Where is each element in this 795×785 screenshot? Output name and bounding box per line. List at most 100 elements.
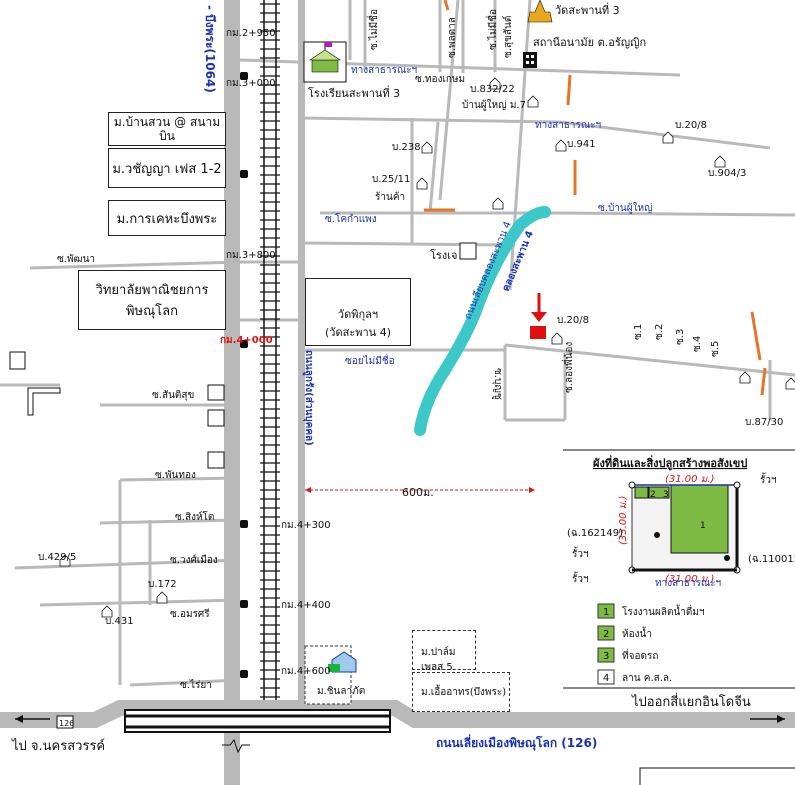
place-box-label: ม.การเคหะบึงพระ xyxy=(116,211,218,227)
place-label: ร้านค้า xyxy=(375,191,405,203)
place-box: ม.วชัญญา เฟส 1-2 xyxy=(108,148,226,188)
house-number: บ.941 xyxy=(567,139,596,150)
dimension-label: (33.00 ม.) xyxy=(618,496,629,545)
km-post-icon xyxy=(240,600,248,608)
legend-swatch xyxy=(597,647,615,663)
soi-label: ซ.2 xyxy=(654,324,665,340)
soi-label: ซ.ลองพี่น้อง xyxy=(561,342,575,393)
soi-label: ซอยไม่มีชื่อ xyxy=(345,353,395,367)
highway-126 xyxy=(0,700,795,733)
house-icon xyxy=(555,139,567,152)
distance-indicator xyxy=(305,487,535,493)
distance-label: 600ม. xyxy=(402,486,434,499)
place-label: ม.ชินลาภัต xyxy=(317,686,365,697)
place-label: สถานีอนามัย ต.อรัญญิก xyxy=(533,36,646,49)
legend-number: 3 xyxy=(603,651,609,662)
house-icon xyxy=(492,197,504,210)
house-icon xyxy=(416,177,428,190)
marker-corner xyxy=(27,387,61,416)
side-road-label: ถนนลูกรัง(ส่วนบุคคล) xyxy=(302,350,315,446)
place-box-label: ม.ปาล์มเพลส 5 xyxy=(421,647,456,673)
soi-label: ซ.วงศ์เมือง xyxy=(170,554,218,566)
svg-text:2: 2 xyxy=(650,490,656,500)
soi-label: ซ.โคกำแพง xyxy=(325,212,377,225)
place-box-label: พิษณุโลก xyxy=(125,304,179,319)
place-box: ม.บ้านสวน @ สนามบิน xyxy=(108,112,226,146)
highway-shield-label: 126 xyxy=(59,719,74,728)
railway xyxy=(260,0,280,715)
place-box-label: ม.เอื้ออาทร(บึงพระ) xyxy=(421,687,507,698)
legend-swatch xyxy=(597,625,615,641)
house-cluster-icon xyxy=(328,651,357,673)
direction-label: ไป จ.นครสวรรค์ xyxy=(11,738,105,754)
km-label: กม.4+300 xyxy=(281,520,331,531)
soi-label: ซ.บุญชู xyxy=(492,368,503,400)
canal xyxy=(414,206,551,436)
soi-label: ซ.ไม่มีชื่อ xyxy=(485,9,499,50)
dashed-box xyxy=(304,645,352,705)
place-box-label: (วัดสะพาน 4) xyxy=(325,326,391,339)
marker-box xyxy=(207,384,225,401)
marker-box xyxy=(9,351,26,370)
deed-label: (ฉ.110015) xyxy=(748,554,795,565)
legend-label: ที่จอดรถ xyxy=(622,648,658,662)
place-label: วัดสะพานที่ 3 xyxy=(555,2,620,17)
legend-swatch xyxy=(597,669,615,685)
direction-label: ไปออกสี่แยกอินโดจีน xyxy=(631,693,751,710)
house-number: บ.429/5 xyxy=(38,552,76,563)
house-number: บ.431 xyxy=(105,616,134,627)
temple-icon xyxy=(527,0,553,23)
km-label: กม.3+800 xyxy=(226,250,276,261)
soi-label: ซ.1 xyxy=(633,324,644,340)
soi-label: ซ.พันทอง xyxy=(155,470,196,481)
soi-label: ซ.อมรศรี xyxy=(170,608,210,620)
soi-label: ซ.พลดาล xyxy=(447,17,458,58)
route-1064-road xyxy=(224,0,240,785)
marker-box xyxy=(459,242,477,260)
legend-label: โรงงานผลิตน้ำดื่มฯ xyxy=(622,604,705,618)
dimension-label: (31.00 ม.) xyxy=(665,574,714,585)
km-post-icon xyxy=(240,520,248,528)
place-box: ม.การเคหะบึงพระ xyxy=(108,200,226,236)
house-icon xyxy=(527,95,539,108)
legend-number: 2 xyxy=(603,629,609,640)
canal-road-label: ถนนเลียบคลองสะพาน 4 xyxy=(462,220,514,322)
house-icon xyxy=(551,332,563,345)
house-icon xyxy=(101,605,113,618)
legend-number: 4 xyxy=(603,673,609,684)
place-label: บ้านผู้ใหญ่ ม.7 xyxy=(462,99,526,111)
place-box-label: ม.วชัญญา เฟส 1-2 xyxy=(112,161,222,177)
soi-label: ซ.ไม่มีชื่อ xyxy=(366,9,380,50)
house-number: บ.20/8 xyxy=(675,120,707,131)
soi-label: ซ.ไร่ยา xyxy=(180,679,212,691)
place-box: วิทยาลัยพาณิชยการ พิษณุโลก xyxy=(78,270,226,330)
place-box-label: วัดพิกุลฯ xyxy=(337,308,379,321)
partial-box xyxy=(639,767,795,785)
site-plan-title: ผังที่ดินและสิ่งปลูกสร้างพอสังเขป xyxy=(593,455,747,471)
km-label: กม.3+000 xyxy=(226,78,276,89)
soi-label: ซ.พัฒนา xyxy=(57,254,95,265)
hospital-icon xyxy=(523,52,537,68)
boundary-ticks xyxy=(424,0,767,396)
house-number: บ.832/22 xyxy=(470,84,515,95)
km-post-icon xyxy=(240,670,248,678)
svg-text:1: 1 xyxy=(700,521,706,531)
deed-label: (ฉ.162149) xyxy=(567,528,623,539)
house-icon xyxy=(785,377,795,390)
house-icon xyxy=(489,77,501,90)
fence-label: รั้วฯ xyxy=(572,546,589,560)
road-network xyxy=(0,0,795,687)
location-marker-icon xyxy=(530,293,547,339)
house-number: บ.172 xyxy=(148,579,177,590)
house-icon xyxy=(662,131,674,144)
house-icon xyxy=(421,141,433,154)
soi-label: ซ.3 xyxy=(675,329,686,345)
highway-shield-icon xyxy=(56,715,74,729)
soi-label: ซ.สันติสุข xyxy=(152,390,194,401)
house-icon xyxy=(714,155,726,168)
place-label: โรงเรียนสะพานที่ 3 xyxy=(308,85,400,100)
legend-label: ห้องน้ำ xyxy=(622,626,652,640)
dimension-label: (31.00 ม.) xyxy=(665,474,714,485)
